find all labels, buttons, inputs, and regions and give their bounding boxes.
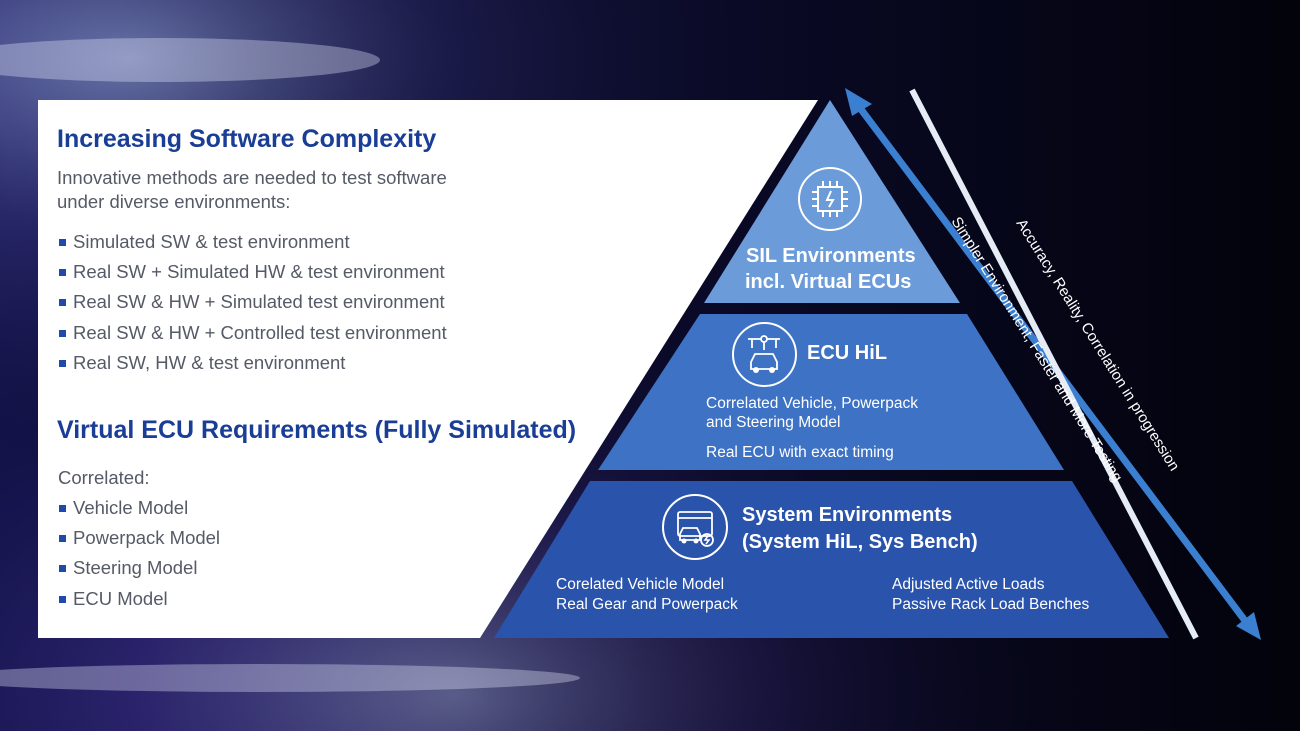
text-panel bbox=[38, 100, 818, 638]
list-item: Real SW & HW + Simulated test environmen… bbox=[57, 290, 447, 320]
list-item: Vehicle Model bbox=[57, 496, 220, 526]
tier3-left-1: Corelated Vehicle Model bbox=[556, 576, 725, 593]
list-item: Steering Model bbox=[57, 556, 220, 586]
list-item: ECU Model bbox=[57, 587, 220, 617]
intro-line-2: under diverse environments: bbox=[57, 191, 291, 212]
tier1-title-1: SIL Environments bbox=[746, 245, 916, 267]
list-item: Simulated SW & test environment bbox=[57, 230, 447, 260]
heading-software-complexity: Increasing Software Complexity bbox=[57, 125, 437, 153]
tier1-title-2: incl. Virtual ECUs bbox=[745, 271, 912, 293]
tier3-title-1: System Environments bbox=[742, 504, 953, 526]
pyramid-tier-ecu-hil bbox=[598, 314, 1064, 470]
environment-list: Simulated SW & test environment Real SW … bbox=[57, 230, 447, 381]
tier3-right-1: Adjusted Active Loads bbox=[892, 576, 1045, 593]
tier2-desc-3: Real ECU with exact timing bbox=[706, 444, 894, 461]
vehicle-bench-icon bbox=[662, 494, 728, 560]
tier2-desc-2: and Steering Model bbox=[706, 414, 841, 431]
list-item: Real SW, HW & test environment bbox=[57, 351, 447, 381]
car-network-icon bbox=[732, 322, 797, 387]
tier3-title-2: (System HiL, Sys Bench) bbox=[742, 531, 978, 553]
tier3-right-2: Passive Rack Load Benches bbox=[892, 596, 1090, 613]
list-item: Real SW & HW + Controlled test environme… bbox=[57, 321, 447, 351]
tier2-desc-1: Correlated Vehicle, Powerpack bbox=[706, 395, 918, 412]
tier2-title: ECU HiL bbox=[807, 342, 887, 364]
model-list: Vehicle Model Powerpack Model Steering M… bbox=[57, 496, 220, 617]
tier3-left-2: Real Gear and Powerpack bbox=[556, 596, 738, 613]
correlated-label: Correlated: bbox=[58, 467, 150, 488]
progression-line bbox=[909, 88, 1199, 640]
heading-virtual-ecu: Virtual ECU Requirements (Fully Simulate… bbox=[57, 416, 577, 444]
list-item: Powerpack Model bbox=[57, 526, 220, 556]
list-item: Real SW + Simulated HW & test environmen… bbox=[57, 260, 447, 290]
intro-line-1: Innovative methods are needed to test so… bbox=[57, 167, 447, 188]
chip-icon bbox=[798, 167, 862, 231]
